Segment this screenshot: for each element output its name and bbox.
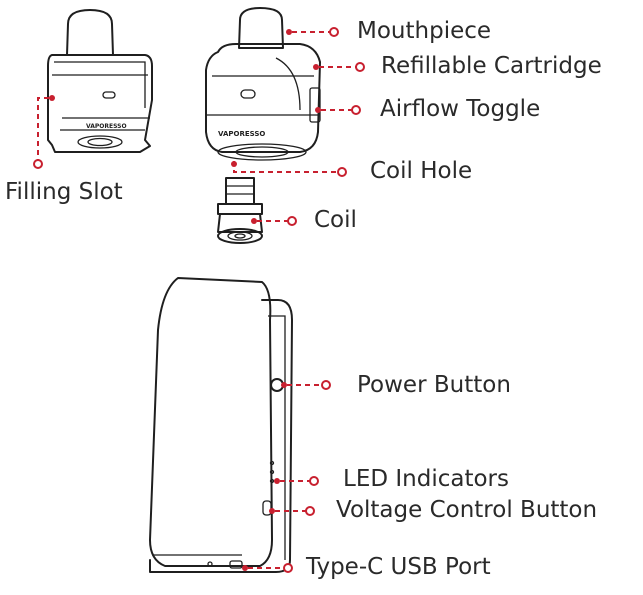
leader-coil-hole [231, 161, 347, 177]
cartridge-rear-view: VAPORESSO [47, 9, 153, 153]
label-coil-hole: Coil Hole [370, 158, 473, 184]
leader-filling-slot [33, 95, 55, 169]
label-filling-slot: Filling Slot [5, 179, 123, 205]
label-led-indicators: LED Indicators [343, 466, 509, 492]
coil-part [217, 177, 263, 244]
leader-led-indicators [274, 476, 319, 486]
leader-mouthpiece [286, 27, 339, 37]
label-coil: Coil [314, 207, 357, 233]
brand-mark-left: VAPORESSO [86, 123, 127, 130]
label-airflow-toggle: Airflow Toggle [380, 96, 541, 122]
device-body [149, 277, 293, 573]
label-type-c-usb-port: Type-C USB Port [306, 554, 491, 580]
leader-type-c-usb-port [242, 563, 293, 573]
brand-mark-right: VAPORESSO [218, 130, 265, 138]
label-refillable-cartridge: Refillable Cartridge [381, 53, 602, 79]
leader-voltage-control-button [269, 506, 315, 516]
leader-coil [251, 216, 297, 226]
label-power-button: Power Button [357, 372, 511, 398]
cartridge-front-view: VAPORESSO [205, 7, 321, 161]
leader-airflow-toggle [315, 105, 361, 115]
label-mouthpiece: Mouthpiece [357, 18, 492, 44]
leader-power-button [281, 380, 331, 390]
label-voltage-control-button: Voltage Control Button [336, 497, 598, 523]
leader-refillable-cartridge [313, 62, 365, 72]
